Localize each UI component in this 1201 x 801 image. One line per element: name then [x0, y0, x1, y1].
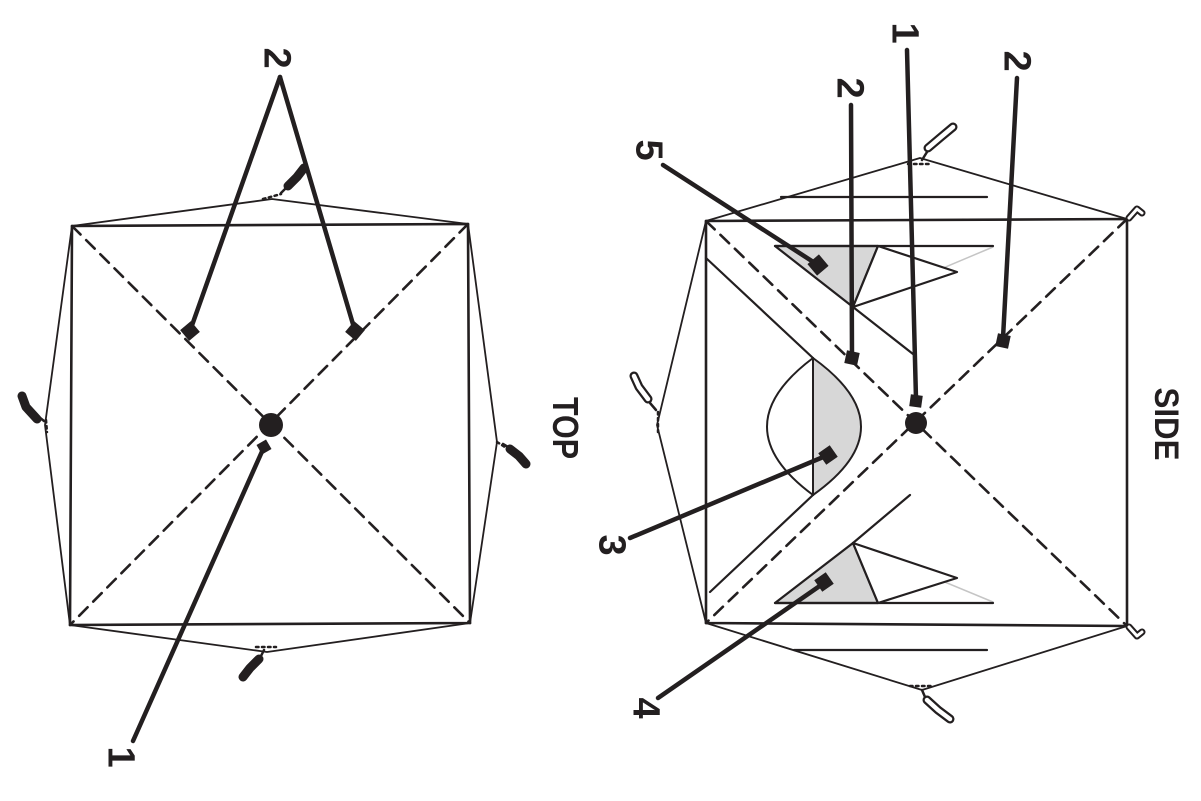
callout-label-1: 1 — [883, 22, 925, 43]
door-shaded-half — [812, 357, 862, 496]
door-marker — [818, 445, 838, 465]
tent-stake-icon — [279, 163, 309, 195]
callout-label-1: 1 — [99, 746, 141, 767]
corner-hook-icon — [1125, 623, 1146, 640]
lower-vent-fold — [851, 541, 959, 605]
callout-label-2: 2 — [828, 77, 870, 98]
side-view-diagram: 5 2 1 2 3 4 SIDE — [590, 22, 1185, 724]
callout-label-4: 4 — [624, 697, 666, 718]
rainfly-outline — [656, 157, 1128, 691]
clip-marker — [180, 321, 200, 341]
corner-hook-icon — [1125, 205, 1146, 222]
tent-stake-icon — [17, 391, 46, 424]
side-view-markers: 5 2 1 2 3 4 SIDE — [590, 22, 1184, 718]
callout-leader-lines — [627, 47, 1020, 701]
clip-marker — [995, 333, 1011, 349]
clip-marker — [345, 321, 365, 341]
hub-marker — [256, 439, 272, 455]
hub-marker — [909, 394, 923, 408]
callout-label-2b: 2 — [995, 50, 1037, 71]
tent-stake-icon — [920, 122, 958, 162]
top-view-title: TOP — [545, 397, 586, 459]
hub-dot — [905, 412, 927, 434]
upper-vent-fold — [851, 244, 959, 309]
callout-label-5: 5 — [627, 139, 669, 160]
clip-marker — [844, 350, 860, 366]
tent-stake-icon — [501, 442, 531, 469]
tent-stake-icon — [629, 371, 658, 412]
guyline-stubs — [44, 192, 507, 649]
door-panel-fold-lines — [704, 256, 915, 594]
artwork: 2 1 TOP — [17, 22, 1185, 768]
guyline-stubs — [656, 162, 936, 688]
side-view-title: SIDE — [1147, 388, 1185, 461]
top-view-markers: 2 1 TOP — [99, 47, 586, 767]
tent-stake-icon — [920, 688, 955, 724]
tent-stake-icon — [238, 648, 266, 682]
top-view-diagram: 2 1 TOP — [17, 47, 586, 768]
door-left-arc — [766, 357, 814, 496]
hub-dot — [259, 413, 283, 437]
vent-marker — [814, 572, 834, 592]
callout-leader-lines — [130, 74, 358, 744]
vent-marker — [807, 254, 829, 276]
callout-label-3: 3 — [590, 534, 632, 555]
callout-label-2: 2 — [255, 47, 297, 68]
